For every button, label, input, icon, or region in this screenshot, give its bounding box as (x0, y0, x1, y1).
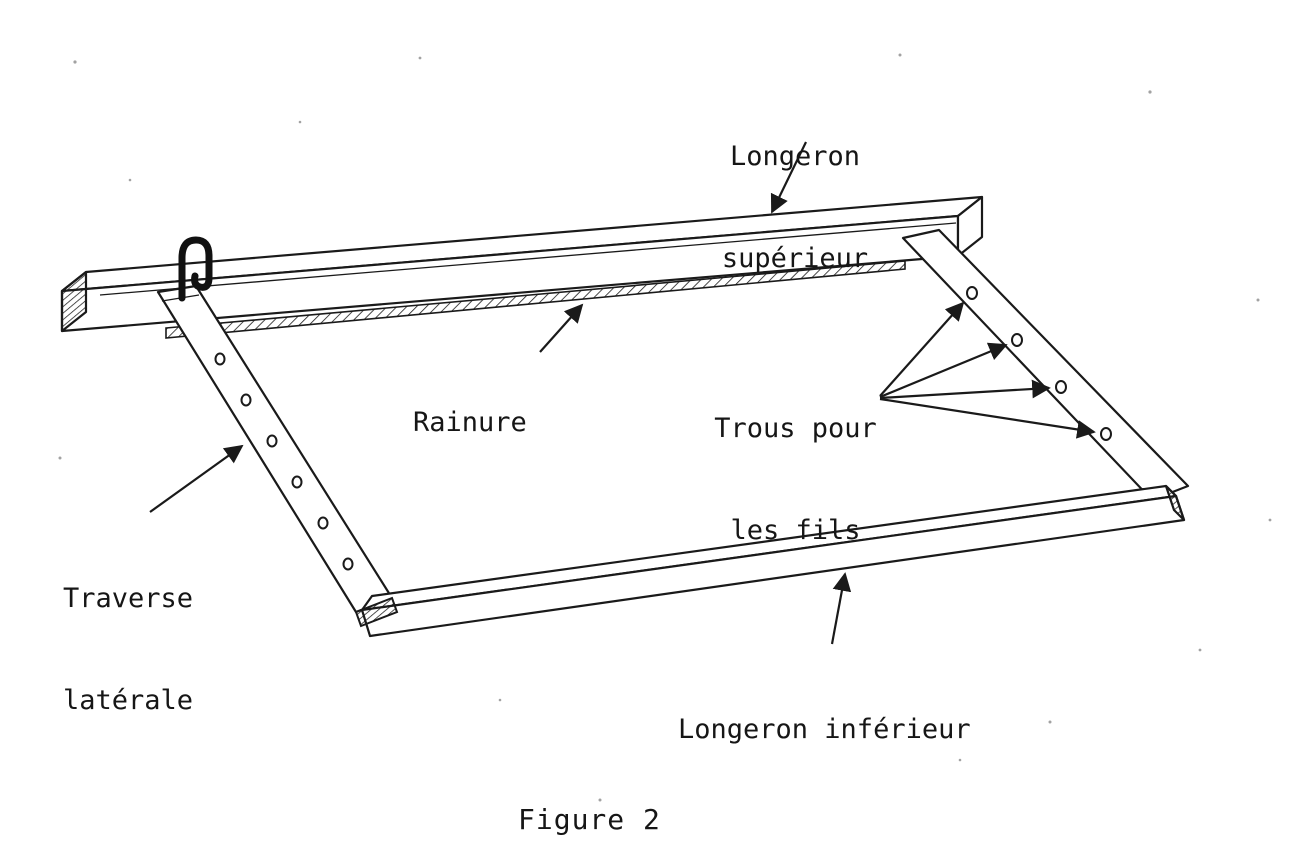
bottom-bar-right-end-grain (1164, 484, 1186, 522)
wire-hole (291, 475, 303, 489)
left-side-bar-end-grain (354, 596, 399, 628)
right-bar-wire-holes (966, 286, 1112, 441)
label-trous-pour-les-fils: Trous pour les fils (703, 344, 888, 616)
wire-hole (1100, 427, 1112, 441)
top-bar-edge-line (99, 222, 957, 296)
right-side-bar-face (901, 228, 1190, 502)
scan-speckles (58, 53, 1272, 802)
label-traverse-laterale: Traverse latérale (63, 514, 193, 786)
left-bar-wire-holes (214, 352, 354, 571)
figure-caption: Figure 2 (518, 802, 661, 836)
wire-hole (240, 393, 252, 407)
arrow-to-wire-hole-1 (879, 301, 965, 397)
label-rainure: Rainure (413, 407, 527, 439)
label-traverse-line1: Traverse (63, 583, 194, 615)
arrow-to-side-bar (149, 444, 244, 513)
label-traverse-line2: latérale (63, 685, 194, 717)
top-bar-left-end-grain (60, 270, 88, 333)
label-longeron-superieur-line1: Longeron (729, 141, 861, 173)
arrow-to-wire-hole-4 (879, 397, 1096, 439)
wire-hole (1055, 380, 1067, 394)
left-side-bar (156, 284, 394, 614)
label-trous-line1: Trous pour (714, 413, 877, 445)
wire-hole (966, 286, 978, 300)
arrow-to-wire-hole-3 (879, 379, 1051, 400)
left-side-bar-face (156, 284, 394, 614)
arrow-to-top-bar (770, 141, 807, 214)
label-longeron-inferieur: Longeron inférieur (678, 714, 971, 746)
label-longeron-superieur-line2: supérieur (721, 243, 869, 275)
groove (165, 260, 906, 339)
hanging-hook (178, 236, 213, 302)
arrow-to-bottom-bar (830, 572, 852, 645)
right-side-bar (901, 228, 1190, 502)
arrow-to-wire-hole-2 (879, 342, 1008, 399)
label-trous-line2: les fils (730, 515, 861, 547)
wire-hole (1011, 333, 1023, 347)
wire-hole (266, 434, 278, 448)
arrow-to-groove (539, 303, 584, 353)
top-bar-right-end (956, 195, 984, 258)
wire-hole (317, 516, 329, 530)
wire-hole (342, 557, 354, 571)
wire-hole (214, 352, 226, 366)
bottom-bar (360, 484, 1186, 638)
label-longeron-superieur: Longeron supérieur (700, 72, 890, 344)
